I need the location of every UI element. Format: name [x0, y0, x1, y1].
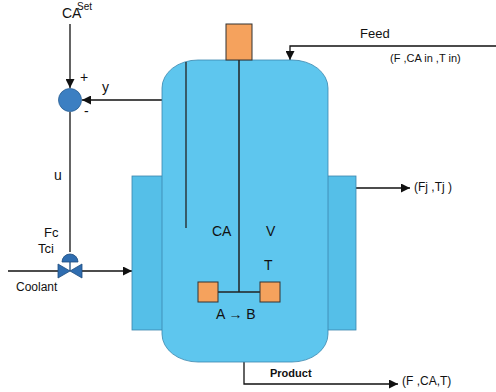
comparator-circle: +- [58, 88, 82, 112]
concentration-label: CA [212, 224, 231, 239]
coolant-inlet-line [82, 270, 132, 271]
control-valve-outline [58, 252, 82, 280]
valve-actuator [62, 254, 78, 262]
reactor-vessel: CA V T A → B [132, 24, 356, 362]
signal-label: u [52, 168, 64, 183]
product-line [244, 362, 398, 384]
jacket-right [324, 176, 356, 330]
vessel-body [162, 60, 328, 362]
control-valve: FcTci [58, 252, 82, 280]
setpoint-superscript: Set [77, 1, 92, 12]
product-label: Product [270, 367, 312, 379]
coolant-flow-label: Fc [44, 226, 58, 240]
minus-sign: - [84, 104, 89, 119]
stirrer-motor [226, 24, 252, 60]
impeller-blade [260, 282, 280, 302]
jacket-outlet-line [356, 187, 410, 188]
valve-stem [69, 262, 70, 271]
coolant-temp-label: Tci [38, 242, 54, 256]
feed-label: Feed [360, 27, 390, 41]
impeller-bar [216, 291, 262, 293]
product-stream-label: (F ,CA,T) [402, 375, 451, 388]
control-signal-line [69, 112, 70, 252]
jacket-left [132, 176, 166, 330]
comparator-circle-shape [59, 89, 82, 112]
temperature-label: T [264, 258, 273, 273]
coolant-supply-line [8, 270, 58, 271]
comparator-circle-outline [58, 88, 82, 112]
signal-label: y [100, 80, 111, 95]
coolant-label: Coolant [16, 281, 57, 294]
feed-stream-label: (F ,CA in ,T in) [390, 52, 461, 64]
jacket-outlet-label: (Fj ,Tj ) [414, 181, 452, 194]
sensor-probe [185, 62, 186, 228]
impeller-blade [198, 282, 218, 302]
plus-sign: + [80, 70, 88, 85]
reaction-label: A → B [216, 307, 256, 322]
valve-body [58, 264, 82, 278]
volume-label: V [266, 224, 275, 239]
setpoint-line [69, 24, 70, 88]
stirrer-shaft [238, 60, 240, 292]
